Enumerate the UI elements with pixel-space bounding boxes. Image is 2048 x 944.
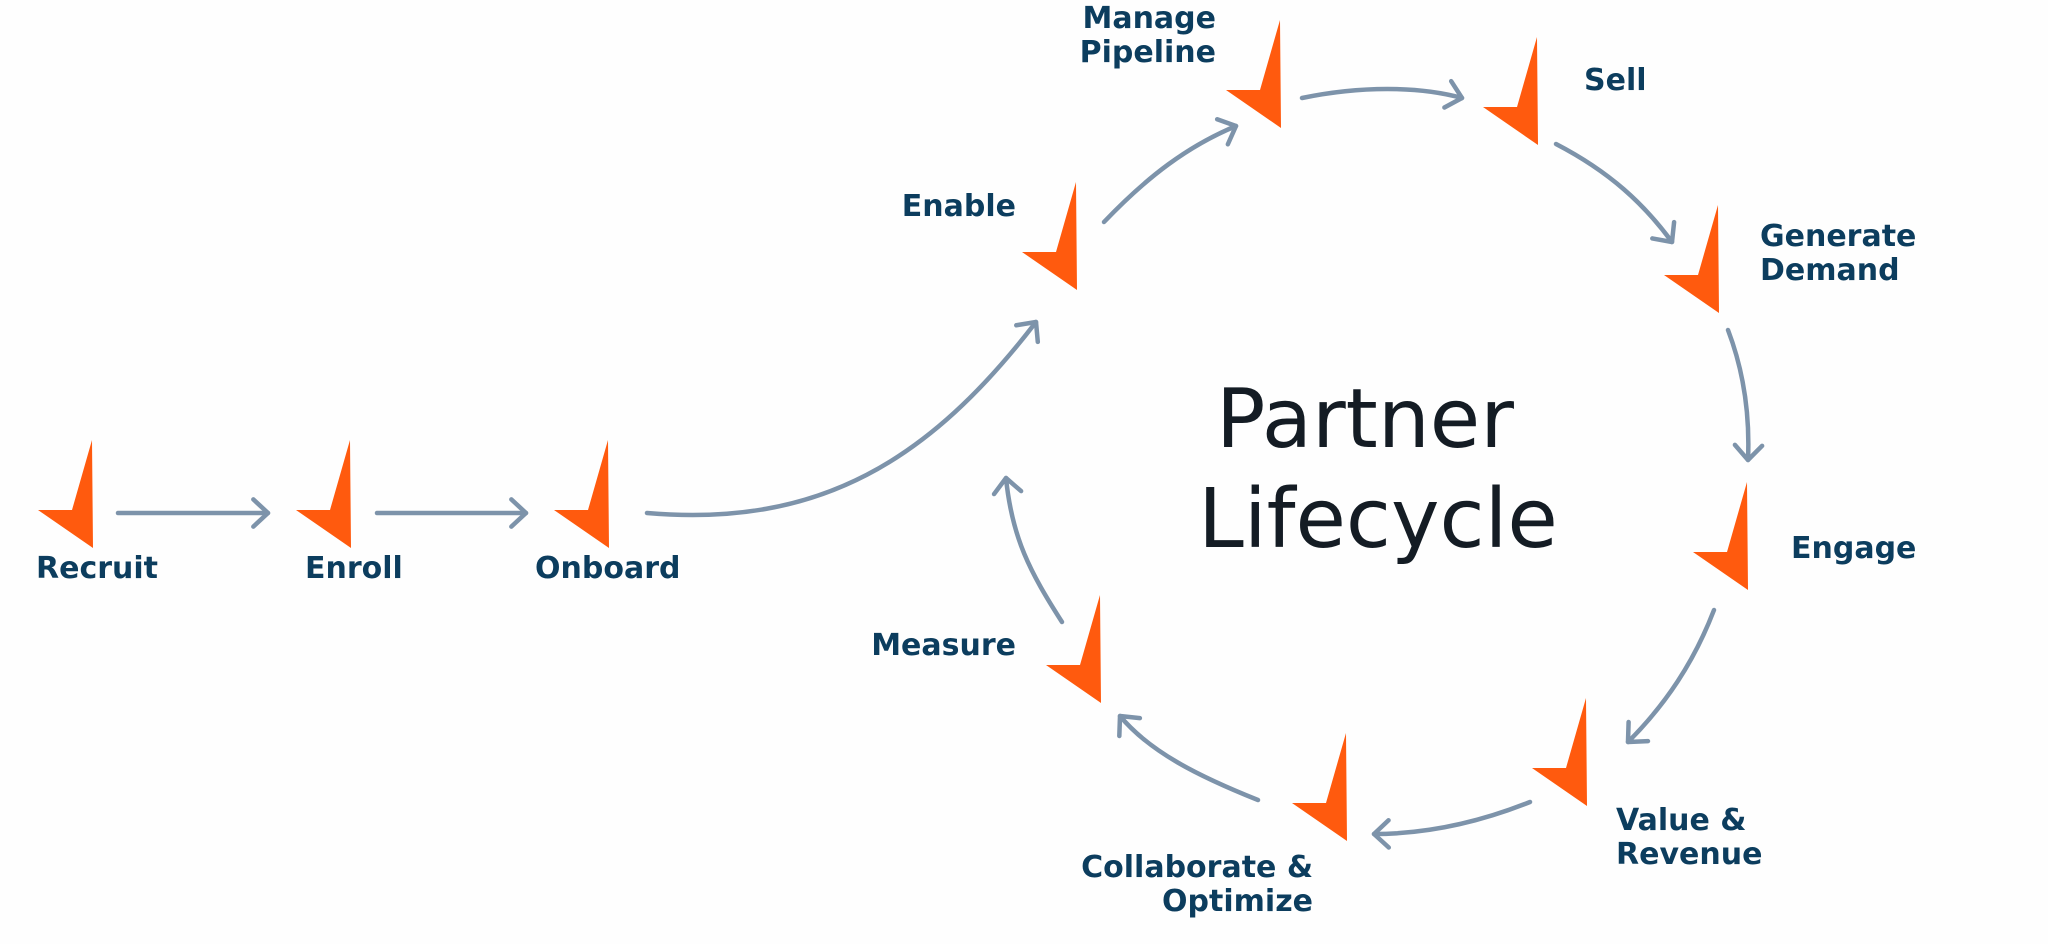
stage-label-line: Measure (871, 628, 1016, 663)
arrow-shaft (1725, 327, 1751, 463)
stage-label-onboard: Onboard (535, 551, 680, 586)
arrow-icon (1014, 319, 1041, 345)
arrow-icon (1117, 713, 1143, 739)
center-title-line-1: Partner (1216, 372, 1514, 467)
stage-label-recruit: Recruit (36, 551, 158, 586)
arrow-engage-value (1625, 607, 1717, 745)
check-mark-icon (1693, 482, 1748, 590)
stage-label-line: Demand (1760, 253, 1900, 288)
arrow-icon (251, 497, 271, 529)
stage-label-line: Value & (1616, 803, 1746, 838)
stage-label-sell: Sell (1584, 63, 1647, 98)
stage-label-line: Sell (1584, 63, 1647, 98)
check-mark-icon (1532, 698, 1587, 806)
arrow-shaft (1371, 799, 1533, 837)
check-mark-icon (38, 440, 93, 548)
check-mark-icon (296, 440, 351, 548)
arrow-measure-enable (991, 475, 1065, 625)
stage-label-line: Enroll (305, 551, 403, 586)
arrow-shaft (1625, 607, 1717, 745)
stage-label-line: Revenue (1616, 837, 1762, 872)
stage-label-enable: Enable (902, 189, 1016, 224)
arrow-icon (1442, 78, 1465, 110)
arrow-shaft (1299, 86, 1465, 101)
check-mark-icon (1292, 733, 1347, 841)
arrow-recruit-enroll (115, 497, 271, 529)
stage-label-line: Onboard (535, 551, 680, 586)
arrow-generate-engage (1725, 327, 1765, 463)
arrow-icon (1625, 719, 1651, 745)
arrow-sell-generate (1553, 141, 1677, 245)
stage-label-line: Engage (1791, 531, 1916, 566)
stage-label-line: Enable (902, 189, 1016, 224)
arrow-onboard-enable (644, 319, 1041, 518)
arrow-icon (1650, 219, 1677, 245)
arrow-shaft (1553, 141, 1675, 245)
arrow-value-collaborate (1371, 799, 1533, 850)
stage-label-line: Manage (1082, 1, 1216, 36)
check-mark-icon (1226, 20, 1281, 128)
center-title-line-2: Lifecycle (1198, 472, 1558, 567)
stage-label-collaborate-optimize: Collaborate &Optimize (1081, 850, 1313, 919)
check-mark-icon (1022, 182, 1077, 290)
arrow-icon (509, 497, 529, 529)
arrow-icon (1371, 818, 1392, 850)
arrow-shaft (1117, 713, 1261, 803)
stage-label-value-revenue: Value &Revenue (1616, 803, 1762, 872)
arrow-enable-manage (1101, 117, 1239, 225)
check-mark-icon (1046, 595, 1101, 703)
arrow-enroll-onboard (374, 497, 529, 529)
center-title: Partner Lifecycle (1198, 372, 1558, 567)
arrow-icon (1732, 442, 1765, 463)
arrows-layer (115, 78, 1765, 850)
check-mark-icon (1664, 205, 1719, 313)
arrow-shaft (644, 319, 1039, 518)
marks-layer (38, 20, 1748, 841)
stage-label-line: Recruit (36, 551, 158, 586)
arrow-manage-sell (1299, 78, 1465, 110)
check-mark-icon (554, 440, 609, 548)
arrow-shaft (1003, 475, 1065, 625)
stage-label-enroll: Enroll (305, 551, 403, 586)
arrow-icon (1214, 117, 1239, 147)
stage-label-measure: Measure (871, 628, 1016, 663)
stage-label-line: Collaborate & (1081, 850, 1313, 885)
arrow-shaft (1101, 123, 1239, 225)
stage-label-line: Generate (1760, 219, 1916, 254)
arrow-collaborate-measure (1117, 713, 1261, 803)
stage-label-engage: Engage (1791, 531, 1916, 566)
stage-label-line: Pipeline (1080, 35, 1216, 70)
stage-label-line: Optimize (1162, 884, 1313, 919)
check-mark-icon (1483, 37, 1538, 145)
arrow-icon (991, 475, 1024, 497)
